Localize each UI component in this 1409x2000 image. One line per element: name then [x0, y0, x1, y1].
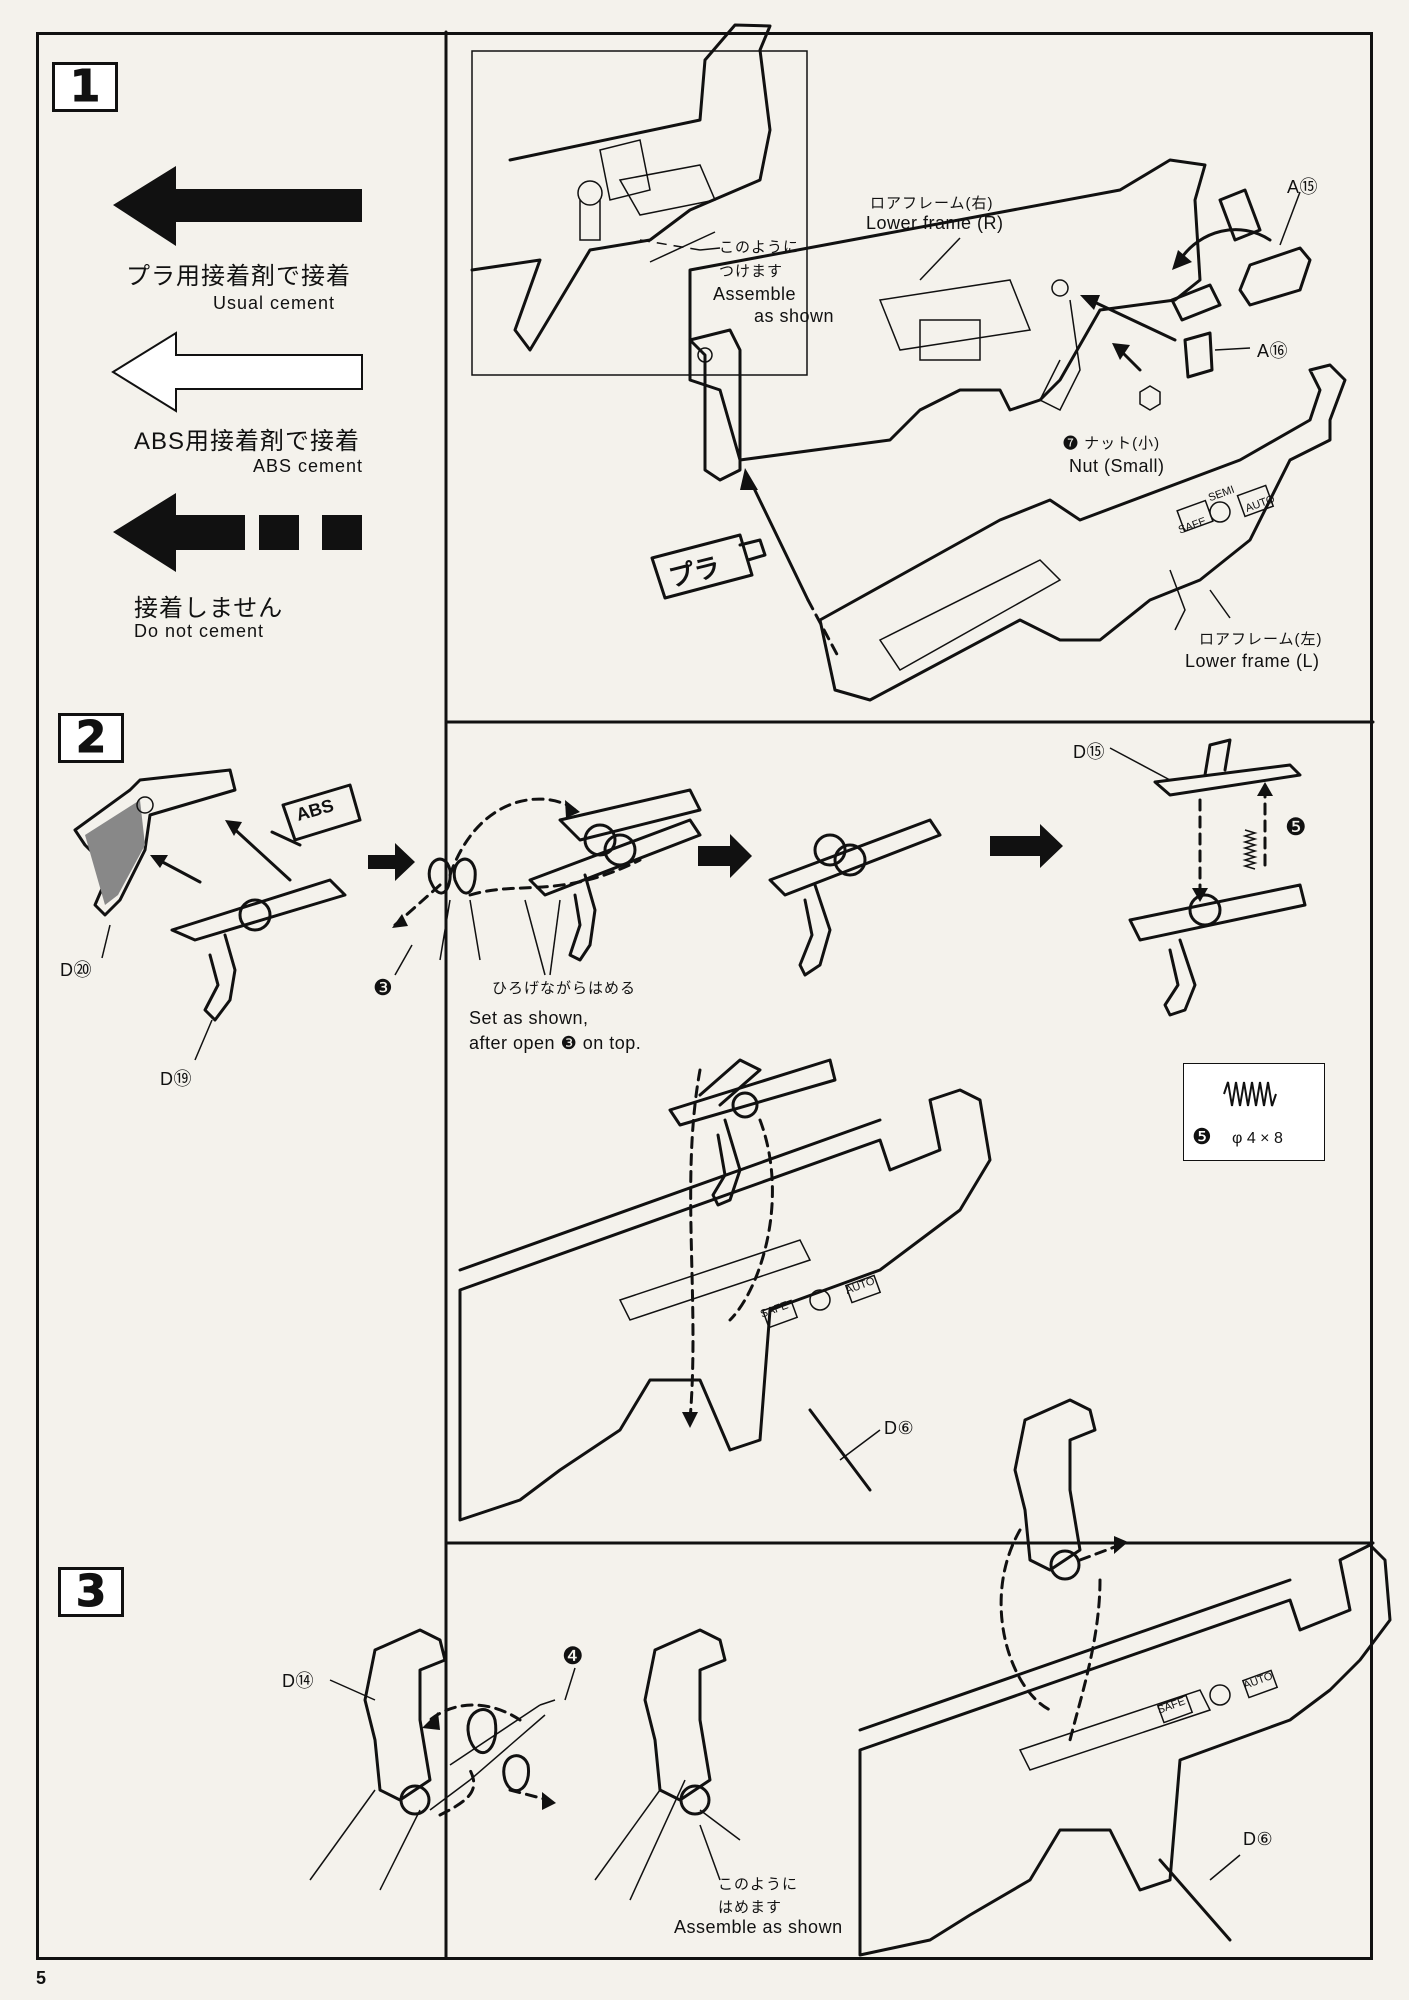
assemble-note-jp-1: このように: [718, 1876, 799, 1893]
lower-frame-r-jp: ロアフレーム(右): [870, 195, 994, 212]
hammer-assembled-drawing: [594, 1628, 741, 1901]
step-1-arrows: [740, 228, 1272, 662]
part-a16-drawing: [1183, 331, 1214, 379]
lower-frame-l-jp: ロアフレーム(左): [1199, 631, 1323, 648]
part-d15-drawing: [1153, 738, 1302, 797]
part-d19-drawing: [170, 878, 347, 1022]
cement-tube-icon-2: [1170, 283, 1222, 322]
step-3-badge: 3: [58, 1567, 124, 1617]
pla-tube-icon: [650, 533, 767, 600]
cement-tube-icon-1: [1218, 188, 1262, 242]
nut-small-drawing: [1139, 385, 1161, 411]
lower-frame-left-drawing: [818, 363, 1347, 702]
trigger-assembly-drawing-step2: [668, 1058, 837, 1207]
assemble-note-jp-2: はめます: [718, 1899, 783, 1916]
spring-spec-number: ❺: [1192, 1124, 1212, 1149]
dashed-arrow-icon: [113, 493, 362, 572]
nut-label-en: Nut (Small): [1069, 456, 1165, 476]
outline-arrow-icon: [111, 331, 363, 413]
receiver-drawing-step3: [858, 1543, 1392, 1957]
lower-frame-right-drawing: [688, 158, 1207, 462]
inset-note-jp-1: このように: [719, 239, 800, 256]
part-d20-drawing: [73, 768, 237, 917]
part-d20-label: D⑳: [60, 960, 92, 980]
abs-tube-icon: [281, 783, 362, 842]
solid-arrow-icon: [113, 166, 362, 246]
legend-plastic-en: Usual cement: [213, 293, 336, 313]
instruction-sheet: [36, 32, 1373, 1960]
next-arrow-icon-2: [698, 834, 752, 878]
page-number: 5: [36, 1968, 47, 1988]
nut-label-jp: ❼ ナット(小): [1063, 435, 1161, 452]
part-a15-drawing: [1238, 246, 1312, 307]
sear-assembly-drawing-3: [1128, 883, 1307, 1017]
step-1-badge: 1: [52, 62, 118, 112]
legend-abs-en: ABS cement: [253, 456, 364, 476]
side-plate-drawing: [688, 328, 742, 482]
next-arrow-icon-1: [368, 843, 415, 881]
inset-note-en-2: as shown: [754, 306, 835, 326]
step-2-badge: 2: [58, 713, 124, 763]
legend-plastic-jp: プラ用接着剤で接着: [126, 263, 351, 290]
part-d14-drawing: [309, 1628, 447, 1891]
part-d6-label-step3: D⑥: [1243, 1829, 1274, 1849]
part-a15-label: A⑮: [1287, 177, 1319, 197]
spring-5-drawing: [1242, 829, 1258, 870]
part-d15-label: D⑮: [1073, 742, 1105, 762]
spring-4-number: ❹: [562, 1643, 584, 1670]
spring-spec-size: φ 4 × 8: [1232, 1130, 1283, 1147]
spring-3-drawing: [427, 857, 481, 961]
part-a16-label: A⑯: [1257, 341, 1289, 361]
lower-frame-l-en: Lower frame (L): [1185, 651, 1320, 671]
spring-4-drawing: [429, 1699, 556, 1811]
legend-none-en: Do not cement: [134, 621, 265, 641]
inset-frame-drawing: [470, 23, 772, 352]
inset-note-jp-2: つけます: [719, 263, 784, 280]
sear-assembly-drawing-2: [768, 818, 942, 977]
assemble-note-en: Assemble as shown: [674, 1917, 843, 1937]
part-d19-label: D⑲: [160, 1069, 192, 1089]
spring-5-number: ❺: [1285, 814, 1307, 841]
part-d6-label-step2: D⑥: [884, 1418, 915, 1438]
receiver-drawing-step2: [458, 1088, 992, 1522]
spring-spec-icon: [1223, 1081, 1277, 1107]
open-note-en-1: Set as shown,: [469, 1008, 589, 1028]
legend-none-jp: 接着しません: [134, 595, 284, 622]
next-arrow-icon-3: [990, 824, 1063, 868]
spring-spec-box: ❺ φ 4 × 8: [1183, 1063, 1325, 1161]
spring-3-number: ❸: [373, 975, 393, 1000]
legend-abs-jp: ABS用接着剤で接着: [134, 428, 361, 455]
lower-frame-r-en: Lower frame (R): [866, 213, 1004, 233]
inset-note-en-1: Assemble: [713, 284, 797, 304]
sear-assembly-drawing-1: [528, 788, 702, 962]
open-note-en-2: after open ❸ on top.: [469, 1033, 642, 1053]
open-note-jp: ひろげながらはめる: [492, 980, 637, 997]
part-d14-label: D⑭: [282, 1671, 314, 1691]
hammer-in-receiver-drawing: [1013, 1398, 1097, 1581]
